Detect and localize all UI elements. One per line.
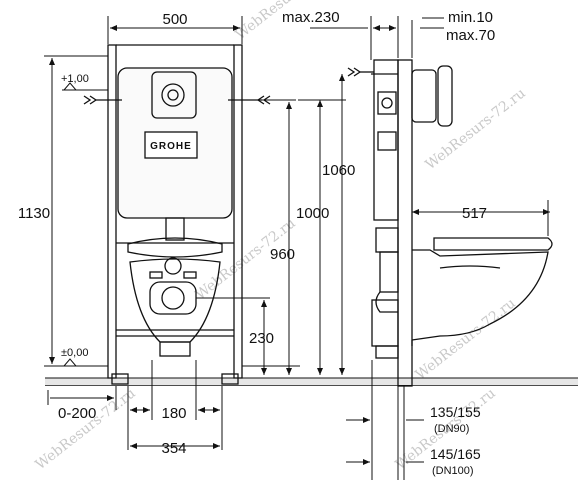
label-230: 230 <box>249 330 274 347</box>
label-max-230: max.230 <box>282 9 340 26</box>
label-1000: 1000 <box>296 205 329 222</box>
label-drain-1: 135/155 <box>430 404 481 420</box>
label-level-top: +1,00 <box>61 73 89 85</box>
front-frame <box>107 44 243 385</box>
watermark-4: WebResurs-72.ru <box>413 295 519 383</box>
watermarks: WebResurs-72.ru WebResurs-72.ru WebResur… <box>33 0 529 473</box>
dim-500 <box>107 16 243 44</box>
grohe-logo: GROHE <box>150 141 192 152</box>
label-180: 180 <box>161 405 186 422</box>
side-frame <box>347 59 453 387</box>
label-drain-2: 145/165 <box>430 446 481 462</box>
side-bowl <box>411 237 553 346</box>
label-max-70: max.70 <box>446 27 495 44</box>
label-level-floor: ±0,00 <box>61 347 88 359</box>
label-500: 500 <box>162 11 187 28</box>
label-drain-1-dn: (DN90) <box>434 423 469 435</box>
floor <box>45 377 578 386</box>
dim-heights <box>196 99 300 375</box>
dim-bottom <box>47 360 223 450</box>
label-960: 960 <box>270 246 295 263</box>
front-bowl <box>127 237 223 357</box>
label-1060: 1060 <box>322 162 355 179</box>
label-1130: 1130 <box>18 205 50 222</box>
label-drain-2-dn: (DN100) <box>432 465 474 477</box>
label-0-200: 0-200 <box>58 405 96 422</box>
level-marks <box>62 82 108 367</box>
label-min-10: min.10 <box>448 9 493 26</box>
dim-side <box>298 16 550 480</box>
label-517: 517 <box>462 205 487 222</box>
label-354: 354 <box>161 440 186 457</box>
dim-1130 <box>44 55 108 367</box>
watermark-5: WebResurs-72.ru <box>33 385 139 473</box>
